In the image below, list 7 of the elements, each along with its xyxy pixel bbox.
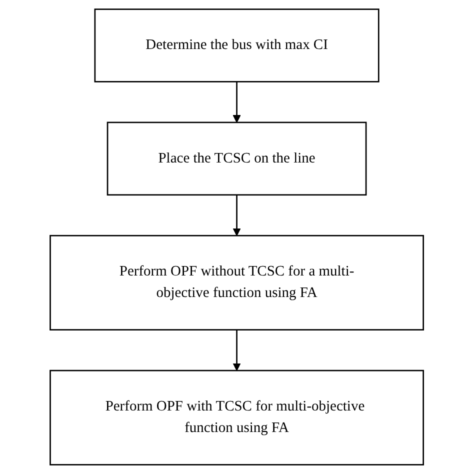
node-box: Determine the bus with max CI bbox=[94, 8, 380, 82]
node-box: Place the TCSC on the line bbox=[107, 122, 367, 196]
node-box: Perform OPF without TCSC for a multi-objective function using FA bbox=[50, 234, 424, 330]
node-box: Perform OPF with TCSC for multi-objective function using FA bbox=[50, 370, 424, 466]
arrow bbox=[233, 194, 241, 236]
arrow bbox=[233, 330, 241, 371]
arrow bbox=[233, 82, 241, 123]
